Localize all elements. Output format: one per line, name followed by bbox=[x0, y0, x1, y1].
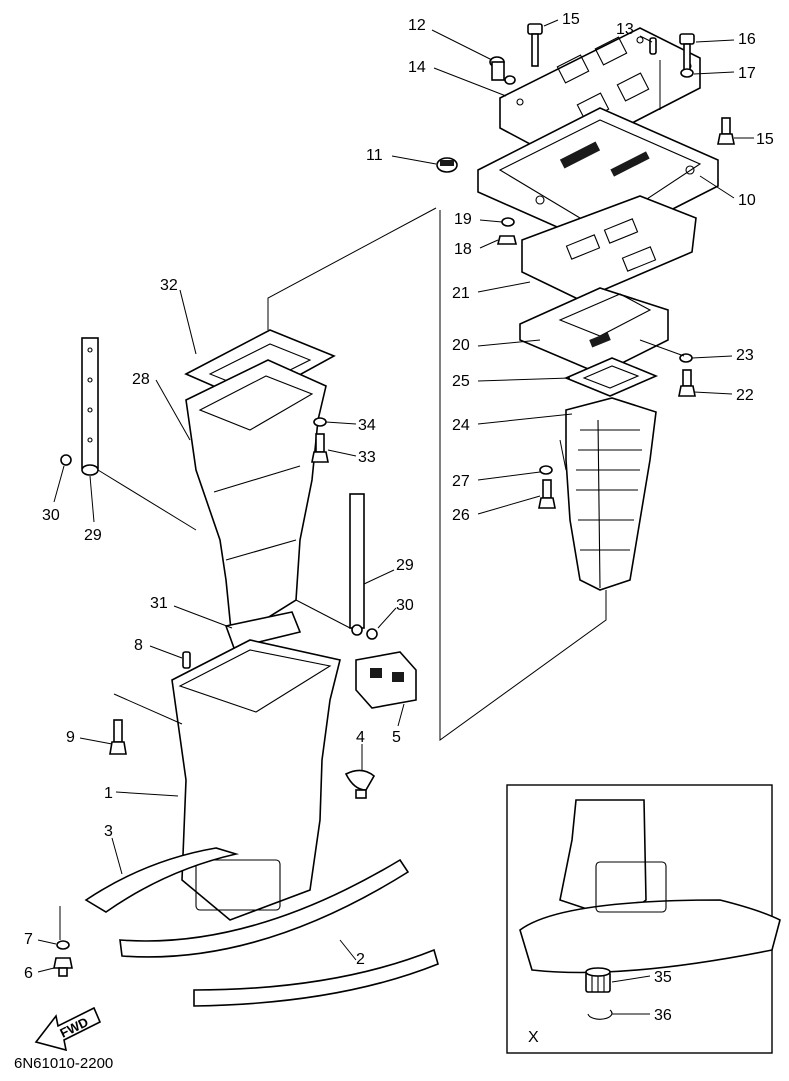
callout-27: 27 bbox=[452, 473, 470, 490]
part-6-bolt bbox=[53, 957, 73, 977]
part-11-grommet bbox=[436, 157, 458, 173]
part-33-bolt bbox=[311, 433, 329, 463]
callout-6: 6 bbox=[24, 965, 33, 982]
part-31-seal bbox=[224, 611, 302, 649]
callout-7: 7 bbox=[24, 931, 33, 948]
part-29-stud-right bbox=[349, 493, 365, 636]
callout-11: 11 bbox=[366, 147, 383, 164]
callout-23: 23 bbox=[736, 347, 754, 364]
callout-16: 16 bbox=[738, 31, 756, 48]
callout-5: 5 bbox=[392, 729, 401, 746]
callout-14: 14 bbox=[408, 59, 426, 76]
callout-12: 12 bbox=[408, 17, 426, 34]
part-36-circlip bbox=[587, 1009, 613, 1020]
callout-26: 26 bbox=[452, 507, 470, 524]
part-25-gasket bbox=[563, 357, 659, 397]
callout-22: 22 bbox=[736, 387, 754, 404]
callout-24: 24 bbox=[452, 417, 470, 434]
callout-30-left: 30 bbox=[42, 507, 60, 524]
part-35-anode bbox=[585, 967, 611, 993]
callout-19: 19 bbox=[454, 211, 472, 228]
fwd-label: FWD bbox=[58, 1014, 91, 1040]
callout-21: 21 bbox=[452, 285, 470, 302]
callout-numbers: 12 15 13 16 14 17 15 11 10 19 18 21 32 2… bbox=[24, 11, 774, 1024]
part-5-cover bbox=[355, 651, 417, 709]
callout-17: 17 bbox=[738, 65, 756, 82]
part-3-anode-plate bbox=[84, 847, 240, 913]
part-15-bolt-right bbox=[717, 117, 735, 145]
callout-35: 35 bbox=[654, 969, 672, 986]
callout-34: 34 bbox=[358, 417, 376, 434]
part-18-nut bbox=[496, 235, 518, 245]
callout-30-right: 30 bbox=[396, 597, 414, 614]
callout-25: 25 bbox=[452, 373, 470, 390]
callout-29-left: 29 bbox=[84, 527, 102, 544]
assembly-lines bbox=[59, 60, 685, 940]
part-9-bolt bbox=[109, 719, 127, 755]
part-30-clip-left bbox=[60, 454, 72, 466]
inset-label: X bbox=[528, 1029, 539, 1046]
callout-8: 8 bbox=[134, 637, 143, 654]
callout-leaders bbox=[37, 19, 754, 1015]
part-20-plate bbox=[519, 287, 669, 375]
callout-3: 3 bbox=[104, 823, 113, 840]
part-29-stud-left bbox=[81, 337, 99, 476]
part-1-lower-casing bbox=[171, 639, 341, 921]
part-30-clip-right bbox=[366, 628, 378, 640]
part-16-bolt bbox=[679, 33, 695, 71]
inset-x-panel: X bbox=[506, 784, 781, 1054]
part-34-washer bbox=[313, 417, 327, 427]
part-22-bolt bbox=[678, 369, 696, 397]
callout-2: 2 bbox=[356, 951, 365, 968]
callout-15-right: 15 bbox=[756, 131, 774, 148]
part-13-dowel bbox=[649, 37, 657, 55]
callout-36: 36 bbox=[654, 1007, 672, 1024]
part-27-washer bbox=[539, 465, 553, 475]
callout-9: 9 bbox=[66, 729, 75, 746]
part-7-washer bbox=[56, 940, 70, 950]
part-4-plug bbox=[344, 769, 376, 799]
callout-29-right: 29 bbox=[396, 557, 414, 574]
part-12-grommet bbox=[489, 56, 516, 85]
part-2-trim-plate bbox=[119, 858, 439, 1007]
callout-10: 10 bbox=[738, 192, 756, 209]
part-17-washer bbox=[680, 68, 694, 78]
diagram-code: 6N61010-2200 bbox=[14, 1055, 113, 1072]
part-21-gasket bbox=[521, 195, 697, 301]
part-24-exhaust-pipe bbox=[565, 397, 657, 591]
part-8-dowel bbox=[182, 651, 191, 669]
callout-33: 33 bbox=[358, 449, 376, 466]
part-15-bolt-top bbox=[527, 23, 543, 67]
callout-32: 32 bbox=[160, 277, 178, 294]
fwd-arrow-icon: FWD bbox=[34, 1006, 102, 1052]
callout-18: 18 bbox=[454, 241, 472, 258]
part-19-washer bbox=[501, 217, 515, 227]
part-28-upper-casing bbox=[185, 359, 327, 642]
callout-31: 31 bbox=[150, 595, 168, 612]
callout-15-top: 15 bbox=[562, 11, 580, 28]
callout-13: 13 bbox=[616, 21, 634, 38]
part-26-bolt bbox=[538, 479, 556, 509]
callout-28: 28 bbox=[132, 371, 150, 388]
callout-1: 1 bbox=[104, 785, 113, 802]
callout-20: 20 bbox=[452, 337, 470, 354]
callout-4: 4 bbox=[356, 729, 365, 746]
